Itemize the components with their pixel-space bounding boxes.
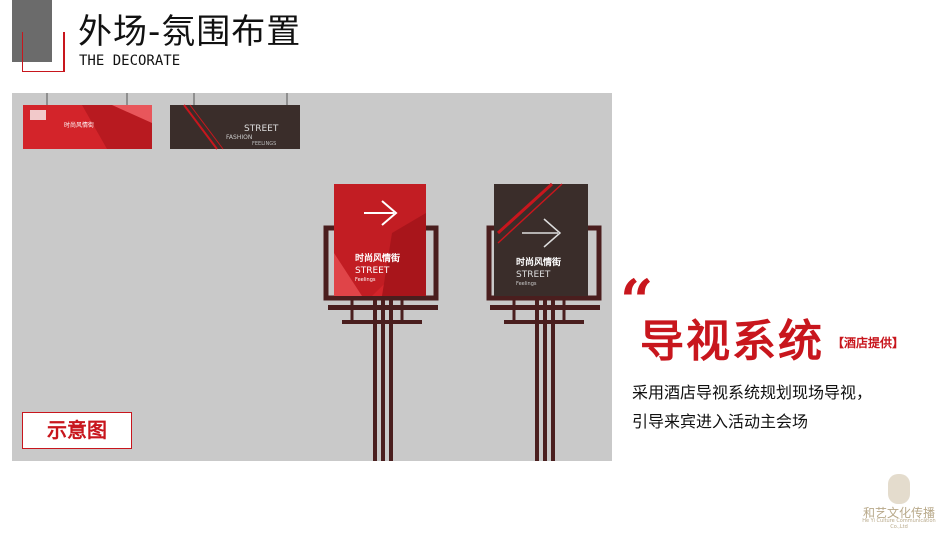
signage-drawing: 时尚风情街 STREET FASHION FEELINGS (23, 93, 602, 461)
corner-red-outline (22, 32, 65, 72)
description-line-2: 引导来宾进入活动主会场 (632, 412, 809, 431)
standing-sign-left: 时尚风情街 STREET Feelings (323, 184, 439, 461)
feature-description: 采用酒店导视系统规划现场导视， 引导来宾进入活动主会场 (632, 378, 872, 436)
standing-sign-right-sub: STREET (516, 270, 551, 280)
logo-name: 和艺文化传播 (862, 506, 935, 520)
hanging-sign-dark-line1: STREET (244, 124, 279, 134)
standing-sign-left-small: Feelings (355, 277, 376, 283)
standing-sign-right: 时尚风情街 STREET Feelings (486, 182, 602, 461)
corner-gray-block (12, 0, 52, 62)
page-subtitle: THE DECORATE (79, 53, 181, 69)
hanging-sign-dark-line2: FASHION (226, 134, 252, 141)
standing-sign-right-title: 时尚风情街 (516, 256, 561, 268)
page-title: 外场-氛围布置 (78, 12, 302, 52)
quote-mark: “ (620, 267, 654, 335)
description-line-1: 采用酒店导视系统规划现场导视， (632, 383, 873, 402)
hanging-sign-red-label: 时尚风情街 (64, 121, 94, 129)
feature-heading: 导视系统 (640, 316, 824, 367)
feature-tag: 【酒店提供】 (832, 336, 905, 350)
logo-seal-icon (888, 474, 910, 504)
standing-sign-left-sub: STREET (355, 266, 390, 276)
hanging-sign-dark: STREET FASHION FEELINGS (170, 93, 300, 150)
hanging-sign-dark-line3: FEELINGS (252, 141, 276, 147)
hanging-sign-red: 时尚风情街 (23, 93, 152, 149)
signage-illustration: 时尚风情街 STREET FASHION FEELINGS (12, 93, 612, 461)
illustration-caption: 示意图 (22, 412, 132, 449)
hanging-sign-emblem (30, 110, 46, 120)
standing-sign-left-title: 时尚风情街 (355, 252, 400, 264)
standing-sign-right-small: Feelings (516, 281, 537, 287)
company-logo: 和艺文化传播 He Yi Culture Communication Co.,L… (858, 474, 940, 530)
logo-subtext: He Yi Culture Communication Co.,Ltd (862, 518, 936, 530)
